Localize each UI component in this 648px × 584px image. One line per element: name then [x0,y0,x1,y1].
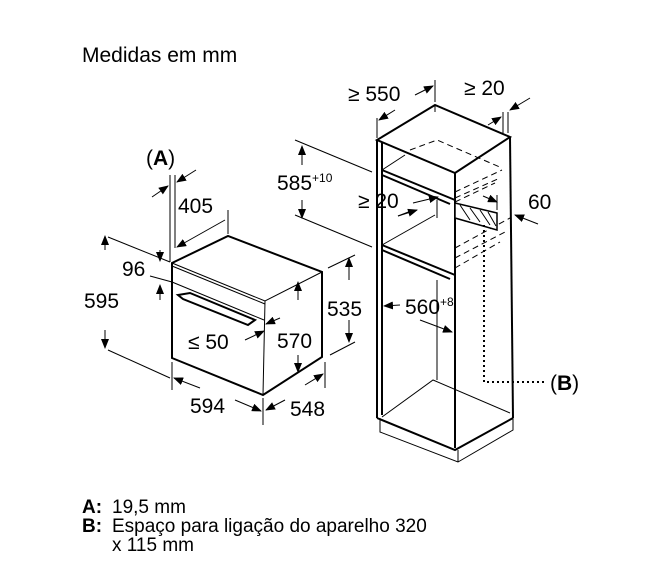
dim-60: 60 [528,191,551,214]
dim-585: 585+10 [277,171,333,195]
label-b-marker: (B) [550,372,579,395]
oven-handle [175,291,258,327]
legend: A: 19,5 mm B: Espaço para ligação do apa… [82,498,432,555]
diagram-title: Medidas em mm [82,44,238,67]
cabinet-drawing [374,103,514,463]
label-a-marker: (A) [146,147,175,170]
dim-594: 594 [190,395,225,418]
connection-dotted-leader [483,225,545,383]
dim-535: 535 [327,298,362,321]
cabinet-dimension-lines [294,80,545,383]
dim-min-20-mid: ≥ 20 [358,190,399,213]
dim-570: 570 [277,330,312,353]
dim-min-550: ≥ 550 [348,83,400,106]
dim-405: 405 [178,195,213,218]
dim-max-50: ≤ 50 [188,331,229,354]
dim-96: 96 [122,258,145,281]
dim-min-20-top: ≥ 20 [464,77,505,100]
dim-548: 548 [290,398,325,421]
oven-drawing [171,234,323,397]
legend-item-b: B: Espaço para ligação do aparelho 320 x… [82,516,427,556]
dim-560: 560+8 [405,295,454,319]
dim-595: 595 [84,290,119,313]
legend-item-a: A: 19,5 mm [82,497,186,518]
oven-dimension-lines [101,169,356,425]
